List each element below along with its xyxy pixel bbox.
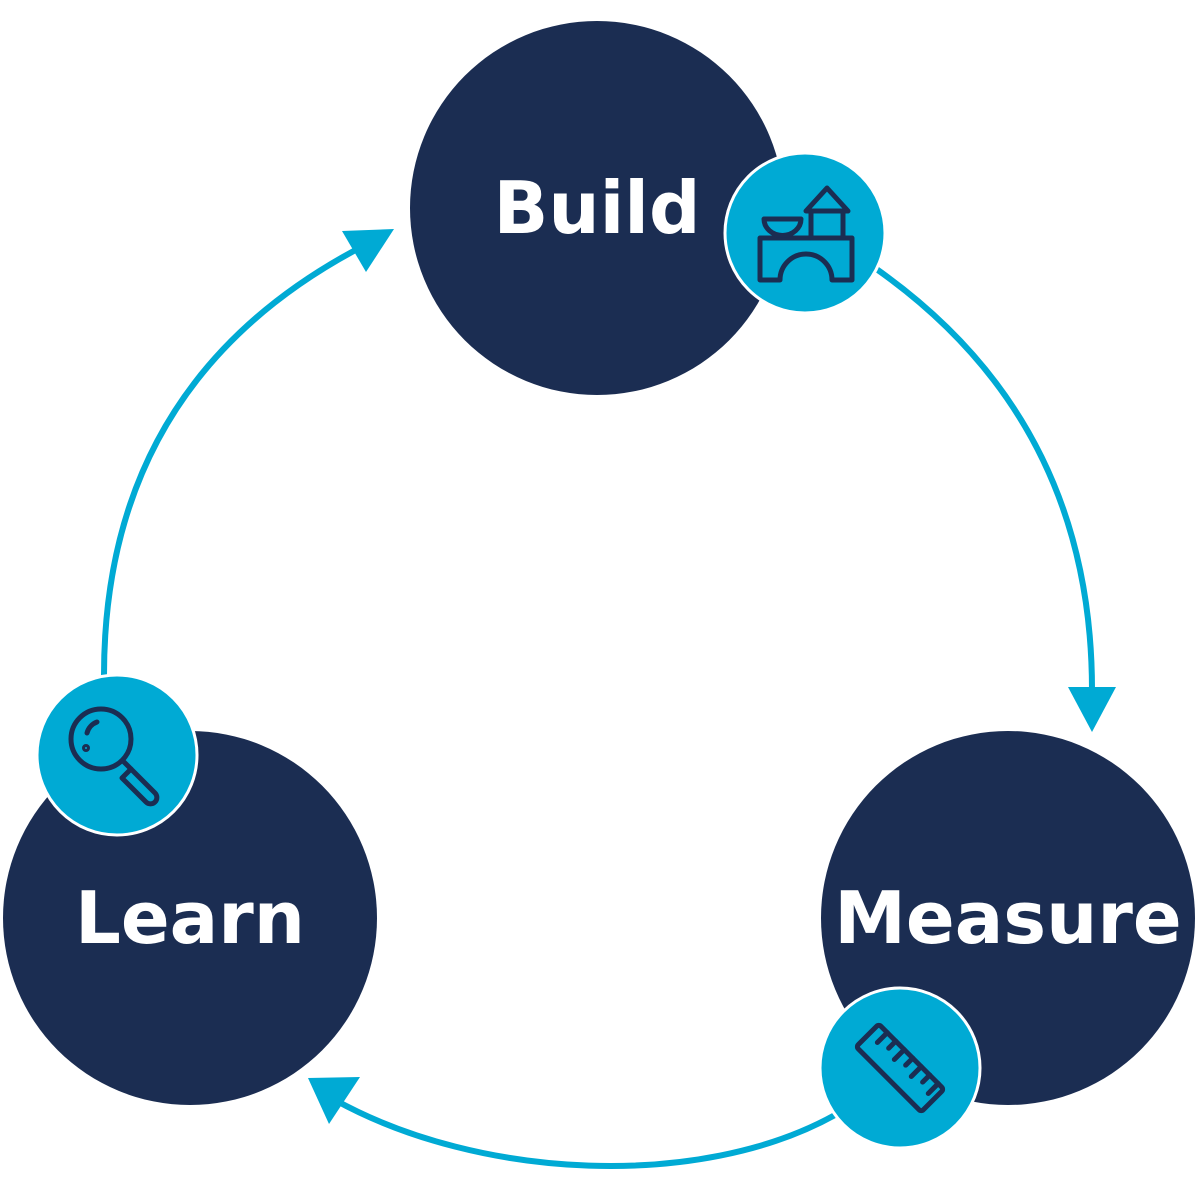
arrow-measure-to-learn — [332, 1097, 838, 1170]
arrow-build-to-measure — [872, 265, 1095, 693]
node-build-circle — [410, 21, 784, 395]
arrow-learn-to-build — [101, 242, 368, 678]
arrowhead-build-icon — [342, 229, 394, 272]
arrowhead-learn-icon — [308, 1077, 360, 1124]
magnifying-glass-icon — [35, 673, 199, 837]
node-measure-label: Measure — [834, 876, 1182, 960]
building-blocks-icon — [723, 151, 887, 315]
node-learn-label: Learn — [75, 876, 305, 960]
cycle-connectors — [101, 242, 1095, 1170]
arrowhead-measure-icon — [1068, 687, 1116, 732]
node-build: Build — [410, 21, 784, 395]
cycle-arrowheads — [308, 229, 1116, 1124]
ruler-icon — [818, 986, 982, 1150]
node-build-label: Build — [493, 166, 700, 250]
